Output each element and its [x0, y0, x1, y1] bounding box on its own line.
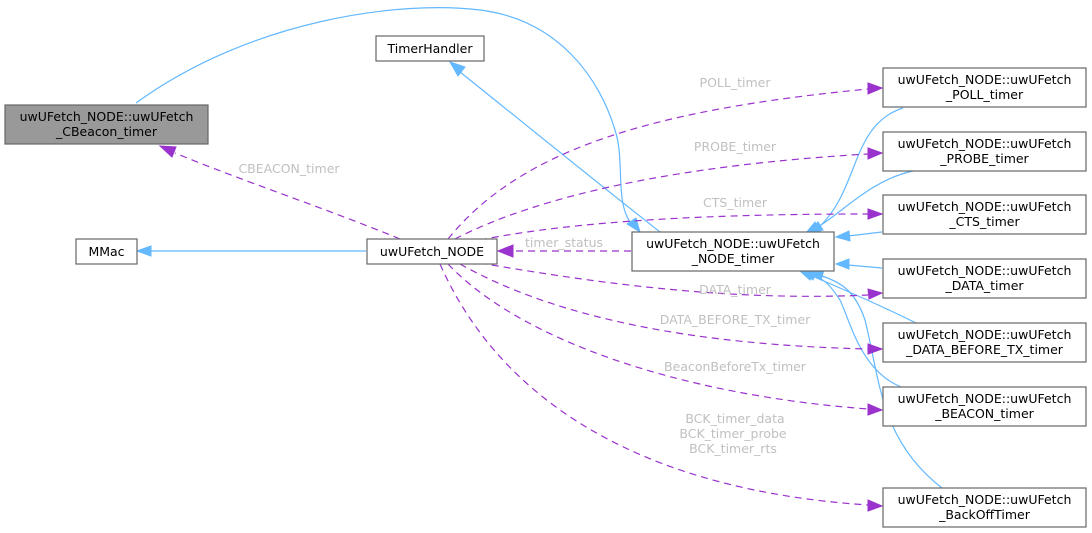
node-label: TimerHandler [387, 41, 474, 56]
node-label-line1: uwUFetch_NODE::uwUFetch [898, 136, 1072, 151]
node-box [882, 487, 1087, 528]
label-bck-timer-probe: BCK_timer_probe [679, 426, 787, 441]
node-mmac[interactable]: MMac [75, 238, 138, 265]
edge-usage-poll [447, 88, 869, 240]
arrow-head-usage-cts [867, 208, 884, 220]
node-label-line2: _NODE_timer [691, 251, 775, 266]
arrow-head-usage-data-before-tx [867, 343, 884, 355]
arrow-head-usage-cbeacon [158, 145, 177, 158]
node-beacon-timer[interactable]: uwUFetch_NODE::uwUFetch _BEACON_timer [882, 386, 1087, 427]
label-data-timer: DATA_timer [699, 282, 772, 297]
node-label-line1: uwUFetch_NODE::uwUFetch [646, 236, 820, 251]
node-box [882, 131, 1087, 172]
arrow-head-usage-probe [867, 147, 884, 160]
node-timerhandler[interactable]: TimerHandler [375, 35, 485, 62]
edge-backoff-to-nodetimer [821, 275, 943, 489]
node-label-line1: uwUFetch_NODE::uwUFetch [898, 327, 1072, 342]
node-label-line1: uwUFetch_NODE::uwUFetch [898, 263, 1072, 278]
edge-usage-backoff [439, 263, 869, 506]
node-box [882, 258, 1087, 299]
node-label-line2: _BackOffTimer [938, 507, 1031, 522]
edge-probe-to-nodetimer [815, 170, 914, 229]
edge-poll-to-nodetimer [817, 107, 904, 229]
node-box [366, 238, 498, 265]
edge-usage-data [479, 262, 869, 297]
arrow-head-usage-data [867, 288, 884, 300]
usage-edges [158, 82, 884, 512]
label-cbeacon-timer: CBEACON_timer [238, 161, 340, 176]
edge-usage-beacon [447, 263, 869, 410]
node-label-line2: _DATA_timer [944, 278, 1024, 293]
node-poll-timer[interactable]: uwUFetch_NODE::uwUFetch _POLL_timer [882, 67, 1087, 108]
node-label-line1: uwUFetch_NODE::uwUFetch [898, 199, 1072, 214]
label-poll-timer: POLL_timer [700, 75, 772, 90]
node-box [882, 386, 1087, 427]
label-cts-timer: CTS_timer [703, 195, 768, 210]
node-label-line2: _BEACON_timer [934, 406, 1034, 421]
arrow-head-usage-beacon [867, 403, 884, 416]
node-box [375, 35, 485, 62]
node-cbeacon-timer[interactable]: uwUFetch_NODE::uwUFetch _CBeacon_timer [4, 104, 209, 145]
node-box [4, 104, 209, 145]
arrow-head-usage-timer-status [496, 244, 514, 258]
edge-usage-probe [454, 153, 869, 240]
node-label-line2: _DATA_BEFORE_TX_timer [905, 342, 1064, 357]
node-label-line2: _PROBE_timer [939, 151, 1029, 166]
node-box [631, 231, 835, 272]
node-box [882, 67, 1087, 108]
label-timer-status: timer_status [525, 235, 603, 250]
node-cts-timer[interactable]: uwUFetch_NODE::uwUFetch _CTS_timer [882, 194, 1087, 235]
edge-labels: CBEACON_timer timer_status POLL_timer PR… [238, 75, 811, 456]
edge-data-to-nodetimer [847, 264, 883, 269]
node-label-line1: uwUFetch_NODE::uwUFetch [898, 391, 1072, 406]
arrow-head-usage-poll [867, 82, 884, 95]
nodes: uwUFetch_NODE::uwUFetch _CBeacon_timer T… [4, 35, 1087, 528]
node-probe-timer[interactable]: uwUFetch_NODE::uwUFetch _PROBE_timer [882, 131, 1087, 172]
node-node-timer[interactable]: uwUFetch_NODE::uwUFetch _NODE_timer [631, 231, 835, 272]
node-box [882, 322, 1087, 363]
node-label-line1: uwUFetch_NODE::uwUFetch [20, 109, 194, 124]
node-uwufetch-node[interactable]: uwUFetch_NODE [366, 238, 498, 265]
arrow-head-nodetimer-data [834, 258, 850, 270]
label-bck-timer-rts: BCK_timer_rts [689, 441, 777, 456]
arrow-head-nodetimer-cbeacon [626, 217, 641, 234]
label-probe-timer: PROBE_timer [694, 139, 777, 154]
node-label: uwUFetch_NODE [380, 244, 484, 259]
edge-usage-cts [479, 213, 869, 241]
label-bck-timer-data: BCK_timer_data [685, 411, 784, 426]
node-data-before-tx-timer[interactable]: uwUFetch_NODE::uwUFetch _DATA_BEFORE_TX_… [882, 322, 1087, 363]
node-label-line2: _CTS_timer [948, 214, 1020, 229]
label-beacon-before-tx-timer: BeaconBeforeTx_timer [664, 359, 807, 374]
node-label-line1: uwUFetch_NODE::uwUFetch [898, 72, 1072, 87]
edge-cbeacon-to-nodetimer [135, 7, 631, 223]
edge-cts-to-nodetimer [847, 231, 883, 237]
edge-nodetimer-to-timerhandler [459, 71, 661, 233]
node-box [882, 194, 1087, 235]
arrow-head-usage-backoff [867, 499, 884, 512]
node-data-timer[interactable]: uwUFetch_NODE::uwUFetch _DATA_timer [882, 258, 1087, 299]
arrow-head-nodetimer-cts [834, 230, 851, 242]
node-label-line1: uwUFetch_NODE::uwUFetch [898, 492, 1072, 507]
node-box [75, 238, 138, 265]
label-data-before-tx-timer: DATA_BEFORE_TX_timer [660, 312, 811, 327]
edge-usage-data-before-tx [459, 263, 869, 350]
node-label: MMac [88, 244, 124, 259]
edge-usage-cbeacon [174, 152, 401, 240]
node-backoff-timer[interactable]: uwUFetch_NODE::uwUFetch _BackOffTimer [882, 487, 1087, 528]
arrow-head-timerhandler [448, 61, 466, 77]
inheritance-edges [135, 7, 943, 489]
node-label-line2: _CBeacon_timer [55, 124, 158, 139]
arrow-head-mmac [135, 245, 152, 257]
node-label-line2: _POLL_timer [945, 87, 1024, 102]
